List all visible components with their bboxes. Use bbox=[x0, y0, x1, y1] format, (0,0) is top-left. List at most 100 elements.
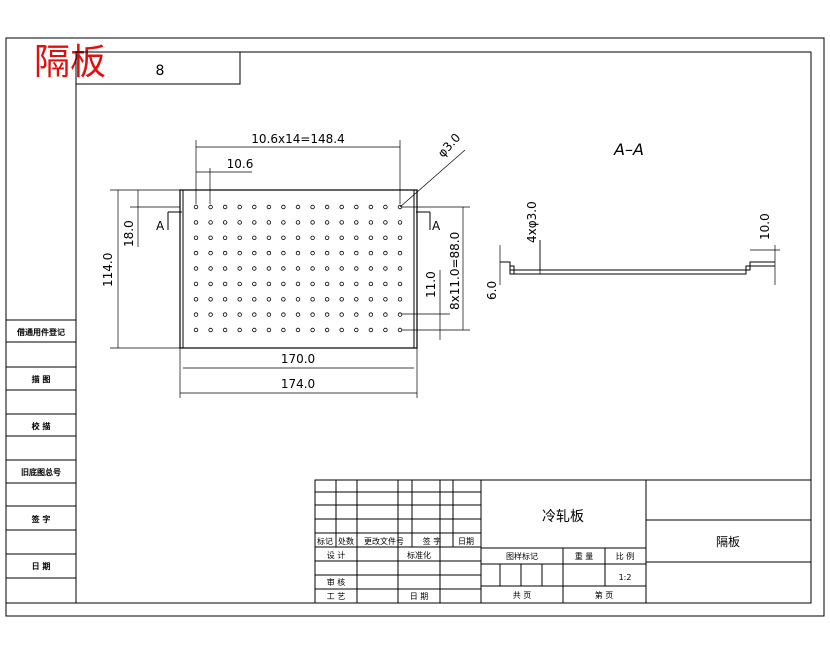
plate-hole bbox=[339, 266, 344, 271]
plate-hole bbox=[397, 266, 403, 271]
plate-hole bbox=[354, 204, 359, 210]
plate-hole bbox=[310, 281, 315, 287]
plate-hole bbox=[222, 266, 228, 271]
rev-label-mark: 标记 bbox=[317, 536, 333, 546]
plate-hole bbox=[266, 204, 272, 210]
plate-hole bbox=[266, 250, 272, 256]
plate-hole bbox=[208, 266, 213, 271]
plate-hole bbox=[339, 250, 344, 256]
plate-hole bbox=[237, 250, 242, 256]
sign-label-process: 工 艺 bbox=[327, 592, 346, 601]
scale-value: 1:2 bbox=[619, 573, 632, 582]
plate-hole bbox=[295, 327, 301, 333]
plate-hole bbox=[339, 220, 344, 225]
plate-hole bbox=[281, 250, 286, 256]
plate-hole bbox=[222, 327, 228, 333]
plate-hole bbox=[237, 204, 242, 210]
part-name: 隔板 bbox=[716, 535, 740, 549]
plate-hole bbox=[295, 220, 301, 225]
plate-hole bbox=[222, 250, 228, 256]
side-label-old-number: 旧底图总号 bbox=[21, 467, 61, 477]
side-label-sign: 签 字 bbox=[31, 514, 51, 524]
section-view: A–A 4xφ3.0 10.0 6.0 bbox=[485, 140, 780, 300]
plate-hole bbox=[295, 281, 301, 287]
plate-hole bbox=[368, 235, 374, 240]
plate-hole bbox=[324, 220, 330, 225]
plate-hole bbox=[193, 266, 199, 271]
plate-hole bbox=[397, 204, 403, 210]
plate-hole bbox=[295, 297, 301, 302]
plate-hole bbox=[383, 312, 388, 317]
section-mark-left-label: A bbox=[156, 219, 165, 233]
plate-hole bbox=[324, 235, 330, 240]
plate-hole bbox=[252, 220, 257, 225]
plate-hole bbox=[222, 220, 228, 225]
plate-hole bbox=[354, 220, 359, 225]
dim-height-total: 114.0 bbox=[101, 253, 115, 287]
plate-hole bbox=[222, 297, 228, 302]
plate-hole bbox=[237, 327, 242, 333]
plate-hole bbox=[397, 281, 403, 287]
plate-hole bbox=[397, 312, 403, 317]
plate-hole bbox=[354, 297, 359, 302]
plate-hole bbox=[339, 281, 344, 287]
dim-row-total: 8x11.0=88.0 bbox=[448, 232, 462, 310]
plate-hole bbox=[266, 327, 272, 333]
plate-hole bbox=[193, 250, 199, 256]
plate-hole bbox=[266, 220, 272, 225]
plate-hole bbox=[193, 235, 199, 240]
plate-hole bbox=[281, 220, 286, 225]
plate-hole bbox=[339, 327, 344, 333]
dim-section-depth: 6.0 bbox=[485, 281, 499, 300]
plate-hole bbox=[281, 235, 286, 240]
side-label-trace: 描 图 bbox=[32, 374, 51, 384]
plate-hole bbox=[193, 327, 199, 333]
plate-hole bbox=[295, 250, 301, 256]
plate-hole bbox=[252, 235, 257, 240]
plate-hole bbox=[310, 327, 315, 333]
sheet-total: 共 页 bbox=[513, 591, 532, 600]
plate-hole bbox=[237, 220, 242, 225]
section-mark-right: A bbox=[416, 211, 441, 233]
plate-hole bbox=[354, 235, 359, 240]
plate-hole bbox=[397, 297, 403, 302]
dim-inner-width: 170.0 bbox=[281, 352, 315, 366]
plate-hole bbox=[397, 220, 403, 225]
plate-hole bbox=[266, 281, 272, 287]
plate-hole bbox=[397, 235, 403, 240]
quantity-box bbox=[75, 51, 241, 85]
plate-hole bbox=[324, 327, 330, 333]
plate-hole bbox=[397, 250, 403, 256]
plate-hole bbox=[383, 235, 388, 240]
outer-border bbox=[5, 37, 825, 617]
plate-hole bbox=[383, 204, 388, 210]
rev-label-count: 处数 bbox=[338, 536, 354, 546]
plate-hole bbox=[252, 250, 257, 256]
section-profile bbox=[500, 261, 775, 275]
plate-hole bbox=[193, 312, 199, 317]
plate-hole bbox=[295, 204, 301, 210]
dim-pitch: 10.6 bbox=[227, 157, 254, 171]
plate-hole bbox=[368, 297, 374, 302]
plate-hole bbox=[252, 312, 257, 317]
plate-hole bbox=[281, 327, 286, 333]
plate-hole bbox=[383, 250, 388, 256]
plate-hole bbox=[310, 204, 315, 210]
plate-hole bbox=[310, 220, 315, 225]
plate-hole bbox=[252, 281, 257, 287]
section-mark-right-label: A bbox=[432, 219, 441, 233]
plate-hole bbox=[193, 220, 199, 225]
plate-hole bbox=[222, 204, 228, 210]
section-label: A–A bbox=[613, 140, 644, 159]
plate-hole bbox=[266, 235, 272, 240]
plate-hole bbox=[208, 235, 213, 240]
block-label-scale: 比 例 bbox=[616, 551, 635, 561]
plate-hole bbox=[237, 266, 242, 271]
plate-hole bbox=[354, 327, 359, 333]
sign-label-standard: 标准化 bbox=[407, 550, 431, 560]
plate-hole bbox=[237, 297, 242, 302]
dim-section-flange: 10.0 bbox=[758, 213, 772, 240]
plate-hole bbox=[383, 266, 388, 271]
plate-hole bbox=[208, 204, 213, 210]
plate-hole bbox=[354, 266, 359, 271]
